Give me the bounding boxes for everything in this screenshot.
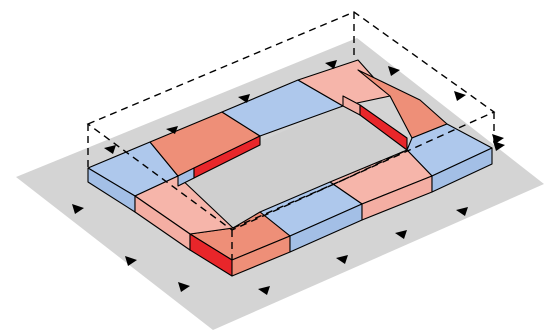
black-triangle-arrow-icon <box>104 145 116 154</box>
top-segment-salmon <box>357 69 448 139</box>
inner-wall-red <box>359 104 408 151</box>
black-triangle-arrow-icon <box>492 134 504 144</box>
ring-top-surface <box>87 59 493 261</box>
inner-floor <box>178 106 407 228</box>
black-triangle-arrow-icon <box>456 207 468 216</box>
ring-outer-walls <box>87 147 493 277</box>
black-triangle-arrow-icon <box>336 255 348 264</box>
outer-wall-blue <box>431 147 493 193</box>
black-triangle-arrow-icon <box>238 94 250 103</box>
black-triangle-arrow-icon <box>454 91 466 101</box>
black-triangle-arrow-icon <box>395 230 407 239</box>
black-triangle-arrow-icon <box>493 141 505 151</box>
dashed-box-base <box>232 149 408 229</box>
ring-inner-walls <box>177 95 408 187</box>
black-triangle-arrow-icon <box>72 204 84 214</box>
black-triangle-arrow-icon <box>388 66 400 76</box>
flow-markers <box>72 60 505 295</box>
dashed-bounding-box <box>86 11 496 260</box>
inner-wall-red <box>193 135 261 179</box>
black-triangle-arrow-icon <box>166 126 178 134</box>
black-triangle-arrow-icon <box>325 60 337 69</box>
black-triangle-arrow-icon <box>125 256 137 266</box>
black-triangle-arrow-icon <box>258 286 270 295</box>
black-triangle-arrow-icon <box>178 282 190 292</box>
